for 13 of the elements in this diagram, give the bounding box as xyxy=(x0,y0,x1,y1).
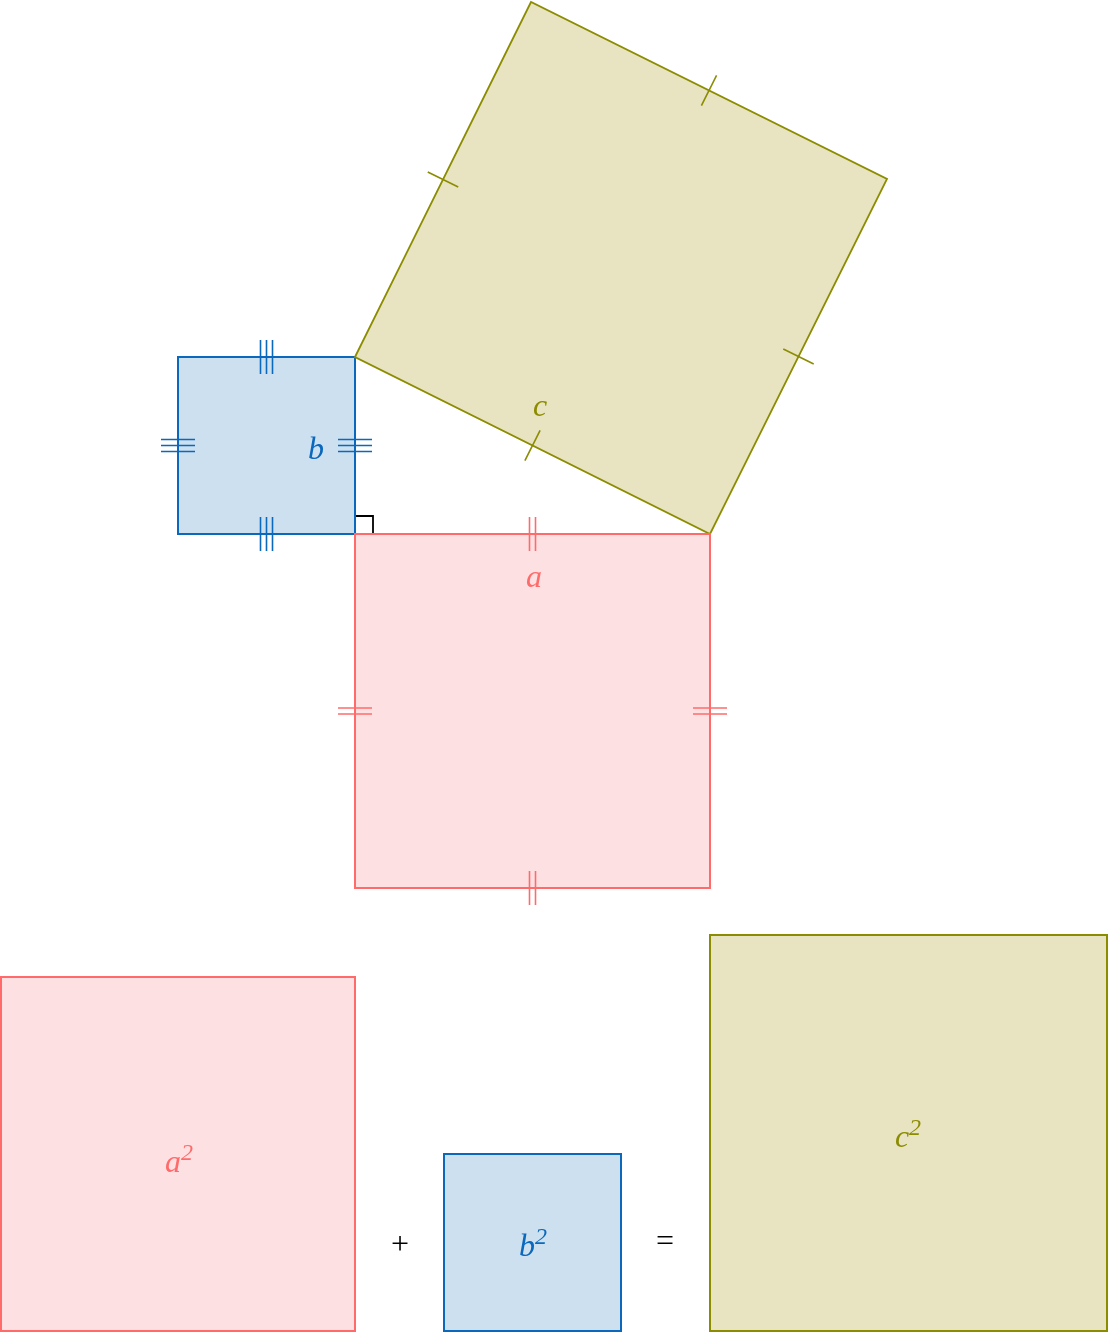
math-label: a$^{2}$ xyxy=(165,1145,193,1177)
math-label: b$^{2}$ xyxy=(519,1229,547,1261)
math-operator: + xyxy=(391,1227,409,1259)
math-label: a xyxy=(526,560,542,592)
square xyxy=(0,976,356,1332)
square xyxy=(354,533,711,889)
square xyxy=(177,356,356,535)
square xyxy=(443,1153,622,1332)
square xyxy=(709,934,1108,1332)
math-label: c$^{2}$ xyxy=(894,1120,922,1152)
math-label: b xyxy=(308,432,324,464)
math-label: c xyxy=(532,389,548,421)
math-operator: = xyxy=(656,1224,674,1256)
